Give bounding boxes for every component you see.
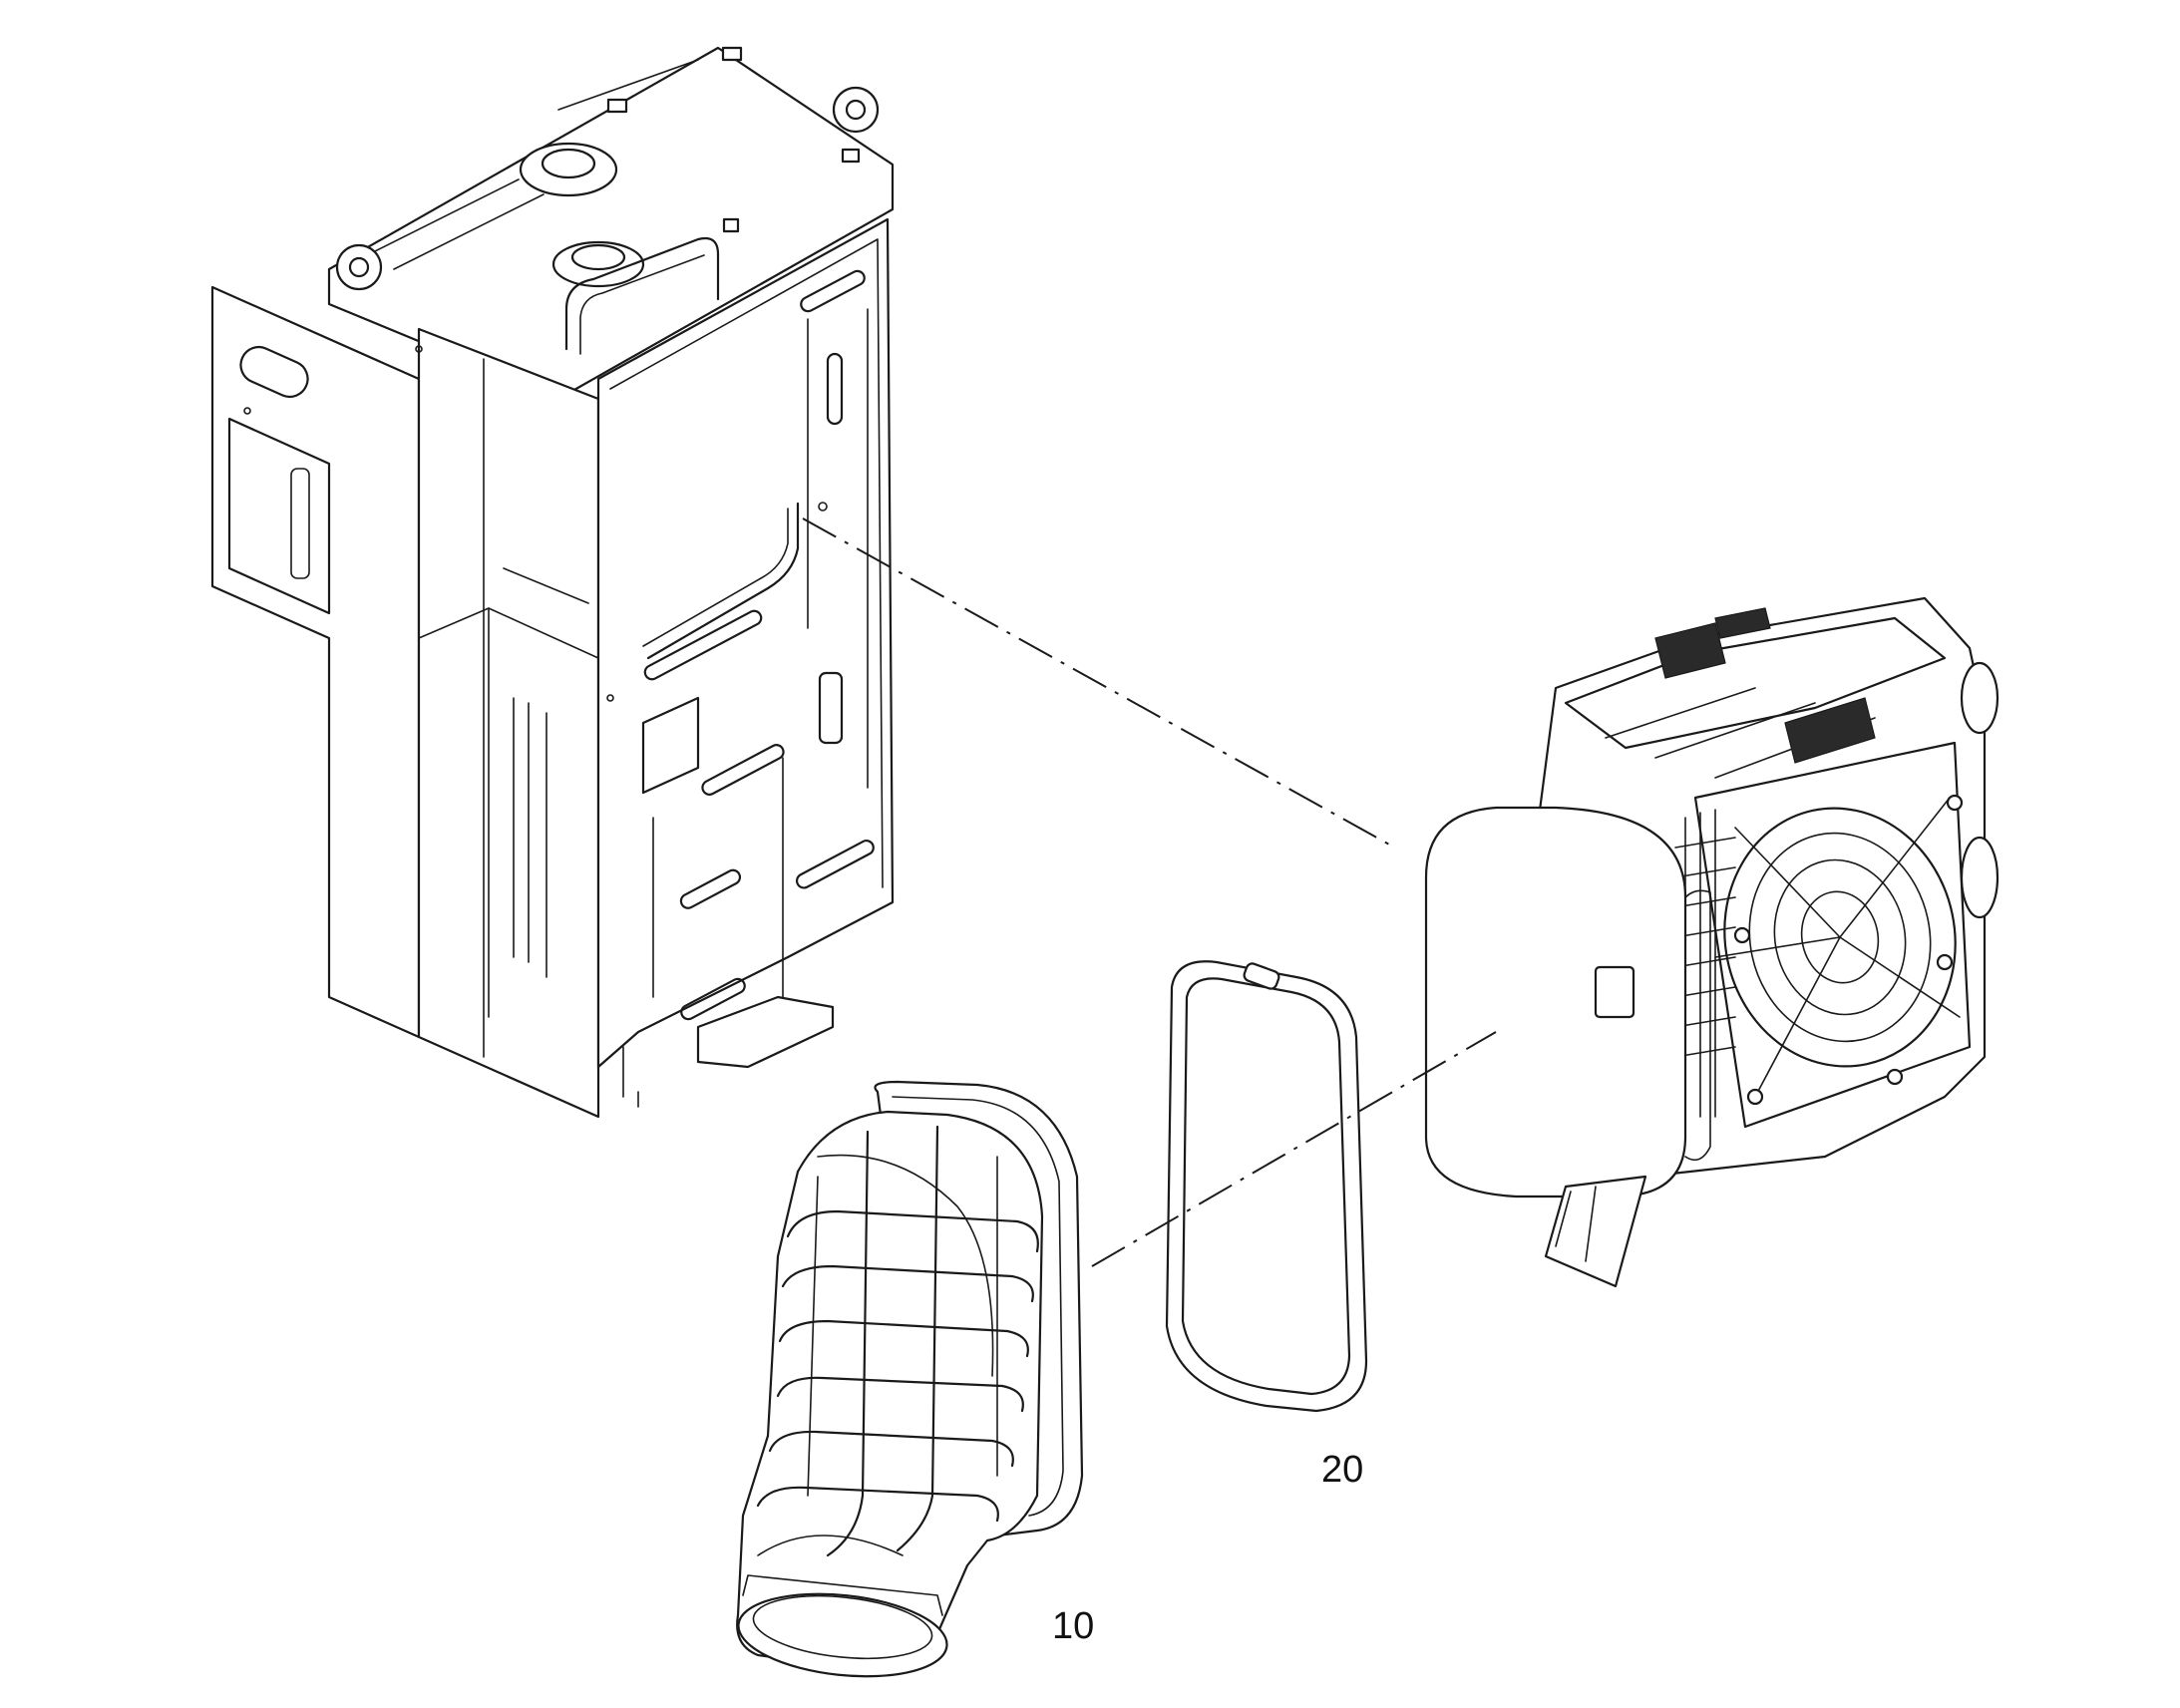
callout-part-20: 20 [1321, 1449, 1364, 1491]
part-20-seal-ring [1165, 960, 1368, 1413]
callout-part-10: 10 [1052, 1605, 1095, 1647]
air-cleaner-assembly [1424, 596, 1999, 1288]
part-10-intake-elbow [736, 1080, 1084, 1678]
assembly-center-lines [802, 517, 1497, 1267]
radiator-housing [210, 46, 895, 1119]
